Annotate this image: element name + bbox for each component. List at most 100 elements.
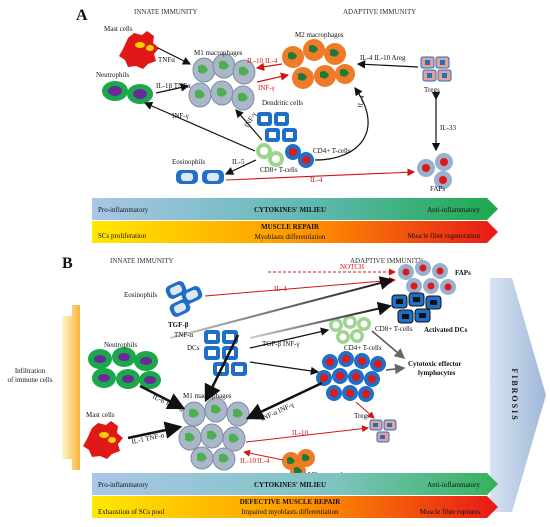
arrow-cd4-m1-b [245, 381, 323, 420]
milieu-title-a: CYTOKINES' MILIEU [254, 206, 326, 214]
adaptive-immunity-heading-b: ADAPTIVE IMMUNITY [350, 257, 423, 265]
neutrophils-a [102, 81, 153, 104]
signal-il6-tnfa-b: IL-6 TNF-α [151, 393, 185, 414]
m2-macrophages-a [282, 39, 355, 89]
signal-infg2-a: INF-γ [243, 111, 258, 129]
signal-il10-il4-a-b: IL-10 [240, 457, 256, 465]
panel-b-letter: B [62, 255, 73, 272]
arrow-dcs-m1-b [204, 334, 240, 403]
arrow-mast-m1-a [157, 47, 192, 65]
activated-dcs [391, 292, 442, 324]
signal-il10-a: IL-10 [247, 57, 263, 65]
tregs-a [420, 56, 452, 82]
defective-repair-bar-b [92, 496, 498, 518]
repair-left-a: SCs proliferation [98, 232, 147, 240]
activated-dcs-label: Activated DCs [424, 326, 468, 334]
cytotoxic-label-2: lymphocytes [418, 369, 456, 377]
milieu-pro-a: Pro-inflammatory [98, 206, 149, 214]
cd8-t-cells-b-label: CD8+ T-cells [375, 325, 413, 333]
mast-cells-b [83, 421, 123, 459]
muscle-repair-title-a: MUSCLE REPAIR [261, 223, 320, 231]
innate-immunity-heading-a: INNATE IMMUNITY [134, 8, 198, 16]
arrow-dcs-cd4 [249, 361, 320, 376]
cytokines-milieu-bar-b [92, 473, 498, 495]
arrow-dcs-cd8 [249, 327, 330, 349]
faps-b-label: FAPs [455, 269, 471, 277]
mast-cells-b-label: Mast cells [86, 411, 115, 419]
panel-a-letter: A [76, 7, 88, 24]
arrow-eosinophils-faps-b [204, 277, 396, 297]
arrow-m1-m2-a [256, 72, 290, 83]
arrow-m2-m1-b [243, 449, 284, 461]
faps-a-label: FAPs [430, 185, 445, 193]
fibrosis-label: FIBROSIS [510, 368, 519, 421]
innate-immunity-heading-b: INNATE IMMUNITY [110, 257, 174, 265]
signal-il4-bottom-a: IL-4 [310, 176, 323, 184]
signal-il5-a: IL-5 [232, 158, 245, 166]
arrow-cd4-m2-a [314, 87, 369, 161]
cd8-t-cells-a-label: CD8+ T-cells [260, 166, 298, 174]
adaptive-immunity-heading-a: ADAPTIVE IMMUNITY [343, 8, 416, 16]
dendritic-cells-a [257, 112, 297, 142]
cd4-t-cells-a [285, 144, 314, 168]
repair-left-b: Exhaustion of SCs pool [98, 508, 164, 516]
cd4-t-cells-b [316, 351, 386, 402]
infiltration-arrow [62, 305, 80, 470]
eosinophils-a [176, 170, 224, 184]
milieu-anti-a: Anti-inflammatory [427, 206, 480, 214]
arrow-cd4-tregs [355, 401, 375, 419]
signal-notch-b: NOTCH [340, 263, 364, 271]
signal-tnfa-b: TNF-α [174, 331, 194, 339]
repair-right-b: Muscle fiber ruptures [420, 508, 481, 516]
signal-il4-b: IL-4 [274, 285, 287, 293]
neutrophils-b [88, 347, 161, 389]
dcs-b [204, 330, 247, 376]
cytokines-milieu-bar-a [92, 198, 498, 220]
arrow-to-faps-gradient [169, 276, 394, 339]
arrow-t-cells-m1-a [235, 109, 263, 141]
signal-tgfb-infg-b: TGF-β INF-γ [262, 340, 300, 348]
infiltration-line1: Infiltration [15, 367, 46, 375]
eosinophils-b-label: Eosinophils [124, 291, 157, 299]
signal-il4-vert-a: IL-4 [356, 94, 366, 108]
m1-macrophages-b [178, 397, 250, 471]
dcs-b-label: DCs [187, 344, 200, 352]
signal-infg-left-a: INF-γ [172, 112, 189, 120]
arrow-cd4-cytotoxic [385, 363, 406, 375]
defective-repair-title-b: DEFECTIVE MUSCLE REPAIR [240, 498, 342, 506]
milieu-pro-b: Pro-inflammatory [98, 481, 149, 489]
mast-cells-a-label: Mast cells [104, 25, 133, 33]
neutrophils-a-label: Neutrophils [96, 71, 129, 79]
milieu-anti-b: Anti-inflammatory [427, 481, 480, 489]
cd4-t-cells-b-label: CD4+ T-cells [344, 344, 382, 352]
milieu-title-b: CYTOKINES' MILIEU [254, 481, 326, 489]
cytotoxic-label-1: Cytotoxic effector [408, 360, 461, 368]
tregs-b [369, 419, 397, 443]
tregs-b-label: Tregs [354, 412, 370, 420]
repair-right-a: Muscle fiber regeneration [408, 232, 481, 240]
m2-macrophages-b [282, 449, 315, 479]
arrow-neutrophils-m1-a [155, 83, 190, 94]
eosinophils-a-label: Eosinophils [172, 158, 205, 166]
arrow-mast-m1-b [127, 421, 183, 440]
arrow-t-cells-eosinophils-a [224, 159, 257, 175]
repair-mid-b: Impaired myoblasts differentiation [241, 508, 339, 516]
m1-macrophages-a-label: M1 macrophages [194, 49, 243, 57]
infiltration-line2: of immune cells [7, 376, 52, 384]
tregs-a-label: Tregs [424, 86, 440, 94]
arrow-cd8-cytotoxic [371, 330, 406, 359]
m2-macrophages-a-label: M2 macrophages [295, 31, 344, 39]
fibrosis-arrow [490, 278, 546, 512]
faps-b [398, 260, 456, 295]
muscle-repair-bar-a [92, 221, 498, 243]
signal-tnfa-a: TNFα [158, 56, 175, 64]
arrow-eosinophils-faps-a [225, 168, 416, 181]
mast-cells-a [119, 31, 159, 69]
repair-mid-a: Myoblasts differentiation [255, 233, 326, 241]
signal-il1b-tnfa-a: IL-1β TNFα [156, 82, 191, 90]
signal-il4-il10-areg-a: IL-4 IL-10 Areg [360, 54, 406, 62]
cd8-t-cells-b [329, 315, 371, 344]
signal-il10-b: IL-10 [292, 429, 308, 437]
neutrophils-b-label: Neutrophils [104, 341, 137, 349]
